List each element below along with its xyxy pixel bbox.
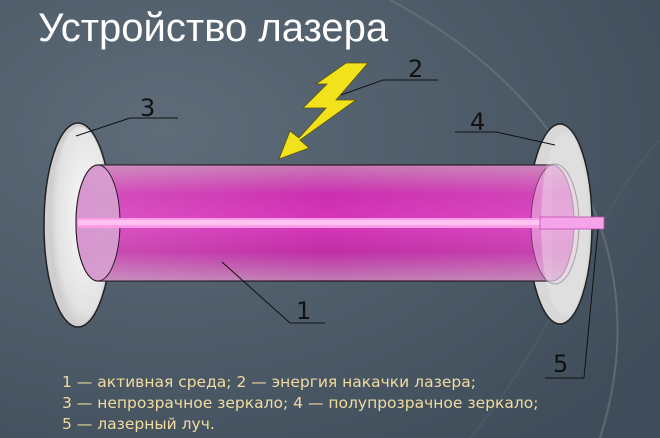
leader-line-2 [340,79,384,96]
pump-energy-lightning-icon [278,62,369,160]
leader-line-3 [75,117,131,137]
callout-semi-transparent-mirror: 4 [470,108,486,136]
slide-title: Устройство лазера [38,6,389,50]
callout-pump-energy: 2 [408,55,424,83]
legend: 1 — активная среда; 2 — энергия накачки … [62,372,538,435]
callout-laser-beam: 5 [553,350,569,378]
leader-line-5 [583,228,599,379]
laser-beam-output [539,216,605,230]
leader-line-1 [221,261,291,324]
callout-opaque-mirror: 3 [140,94,156,122]
legend-line-2: 3 — непрозрачное зеркало; 4 — полупрозра… [62,394,539,412]
legend-line-3: 5 — лазерный луч. [62,415,215,433]
leader-line-4 [495,131,556,146]
laser-beam-core [78,220,556,225]
callout-active-medium: 1 [296,297,312,325]
legend-line-1: 1 — активная среда; 2 — энергия накачки … [62,373,476,391]
